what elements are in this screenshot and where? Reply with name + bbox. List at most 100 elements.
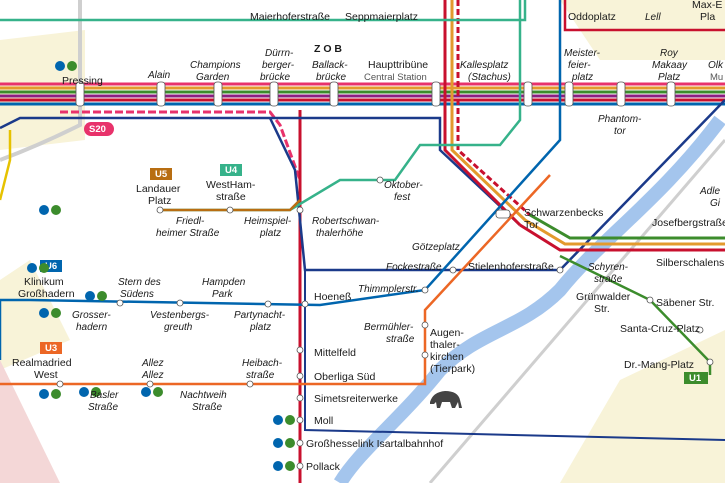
station-heimspiel-2: platz (259, 228, 281, 239)
station-lell: Lell (645, 12, 661, 23)
station-vesten-2: greuth (164, 322, 193, 333)
station-heimspiel-1: Heimspiel- (244, 216, 292, 227)
station-hampden-1: Hampden (202, 277, 246, 288)
tram-line-main (0, 116, 521, 226)
trunk-north (443, 0, 725, 252)
u1-line (559, 254, 712, 375)
station-duerrn-3: brücke (260, 72, 290, 83)
river-isar (334, 115, 725, 483)
station-meister-3: platz (571, 72, 593, 83)
station-kallesplatz: Kallesplatz (460, 60, 508, 71)
zone-area-nw (0, 30, 85, 150)
station-alain: Alain (147, 70, 171, 81)
station-simets: Simetsreiterwerke (314, 393, 398, 405)
line-badge-u4: U4 (220, 164, 242, 176)
station-schyren-2: straße (594, 274, 623, 285)
station-stielenhofer: Stielenhoferstraße (468, 261, 554, 273)
station-hoeness: Hoeneß (314, 291, 351, 303)
station-bermuehler-2: straße (386, 334, 415, 345)
svg-text:U5: U5 (155, 169, 168, 180)
station-champions-1: Champions (190, 60, 241, 71)
station-champions-2: Garden (196, 72, 230, 83)
station-schwarzen-2: Tor (524, 219, 539, 231)
station-vesten-1: Vestenbergs- (150, 310, 210, 321)
u-north-east-line (563, 0, 725, 32)
station-santacruz: Santa-Cruz-Platz (620, 323, 700, 335)
zone-area-se (560, 330, 725, 483)
station-heibach-2: straße (246, 370, 275, 381)
station-central-station: Central Station (364, 72, 427, 83)
station-hampden-2: Park (212, 289, 234, 300)
station-oberliga: Oberliga Süd (314, 371, 375, 383)
station-maxe-2: Pla (700, 11, 715, 23)
line-badge-u5: U5 (150, 168, 172, 180)
station-gruenwalder-1: Grünwalder (576, 291, 631, 303)
station-augen-2: thaler- (430, 339, 460, 351)
station-klinikum-2: Großhadern (18, 288, 75, 300)
station-stern-2: Südens (120, 289, 154, 300)
station-olk-1: Olk (708, 60, 724, 71)
station-friedl-1: Friedl- (176, 216, 205, 227)
station-westham-2: straße (216, 191, 246, 203)
station-augen-1: Augen- (430, 327, 464, 339)
svg-text:U1: U1 (689, 373, 702, 384)
station-mittelfeld: Mittelfeld (314, 347, 356, 359)
station-zob: Z O B (314, 43, 342, 55)
station-duerrn-1: Dürrn- (265, 48, 294, 59)
station-maierhoferstrasse: Maierhoferstraße (250, 11, 330, 23)
station-allez-1: Allez (141, 358, 164, 369)
u5-line (160, 199, 301, 212)
station-landauer-1: Landauer (136, 183, 181, 195)
station-friedl-2: heimer Straße (156, 228, 220, 239)
station-realmadrid-1: Realmadried (12, 357, 72, 369)
station-grosser-1: Grosser- (72, 310, 111, 321)
station-fockestrasse: Fockestraße (386, 262, 442, 273)
station-goetzeplatz: Götzeplatz (412, 242, 460, 253)
station-realmadrid-2: West (34, 369, 58, 381)
station-grosser-2: hadern (76, 322, 108, 333)
station-robert-1: Robertschwan- (312, 216, 380, 227)
station-phantom-1: Phantom- (598, 114, 642, 125)
yellow-line-west (0, 130, 12, 201)
station-schwarzen-1: Schwarzenbecks (524, 207, 603, 219)
station-seppmaierplatz: Seppmaierplatz (345, 11, 418, 23)
station-augen-3: kirchen (430, 351, 464, 363)
station-phantom-2: tor (614, 126, 626, 137)
station-roy-3: Platz (658, 72, 680, 83)
svg-text:U6: U6 (45, 261, 57, 272)
station-roy-1: Roy (660, 48, 679, 59)
grey-line-south (428, 139, 725, 483)
station-silberschalens: Silberschalens (656, 257, 724, 269)
stop-markers (56, 81, 714, 470)
station-drmang: Dr.-Mang-Platz (624, 359, 694, 371)
line-badge-u1: U1 (684, 372, 708, 384)
s20-line (60, 110, 302, 483)
station-landauer-2: Platz (148, 195, 171, 207)
station-adle-1: Adle (699, 186, 720, 197)
u4-line (160, 0, 522, 212)
station-meister-2: feier- (568, 60, 591, 71)
station-pressing: Pressing (62, 75, 103, 87)
station-maxe-1: Max-E (692, 0, 722, 11)
zone-area-sw (0, 360, 60, 483)
u4-north-line (0, 0, 527, 22)
svg-text:U4: U4 (225, 165, 238, 176)
station-oktober-1: Oktober- (384, 180, 423, 191)
station-oktober-2: fest (394, 192, 411, 203)
station-moll: Moll (314, 415, 333, 427)
station-oddoplatz: Oddoplatz (568, 11, 616, 23)
station-grosshesselink: Großhesselink Isartalbahnhof (306, 438, 443, 450)
station-stachus: (Stachus) (468, 72, 511, 83)
station-gruenwalder-2: Str. (594, 303, 610, 315)
station-saebener: Säbener Str. (656, 297, 714, 309)
tram-line-south (304, 270, 725, 441)
station-olk-2: Mu (710, 72, 723, 83)
station-bermuehler-1: Bermühler- (364, 322, 414, 333)
station-adle-2: Gi (710, 198, 721, 209)
line-badge-u3: U3 (40, 342, 62, 354)
zoo-elephant-icon (430, 391, 462, 408)
station-allez-2: Allez (141, 370, 164, 381)
station-roy-2: Makaay (652, 60, 688, 71)
